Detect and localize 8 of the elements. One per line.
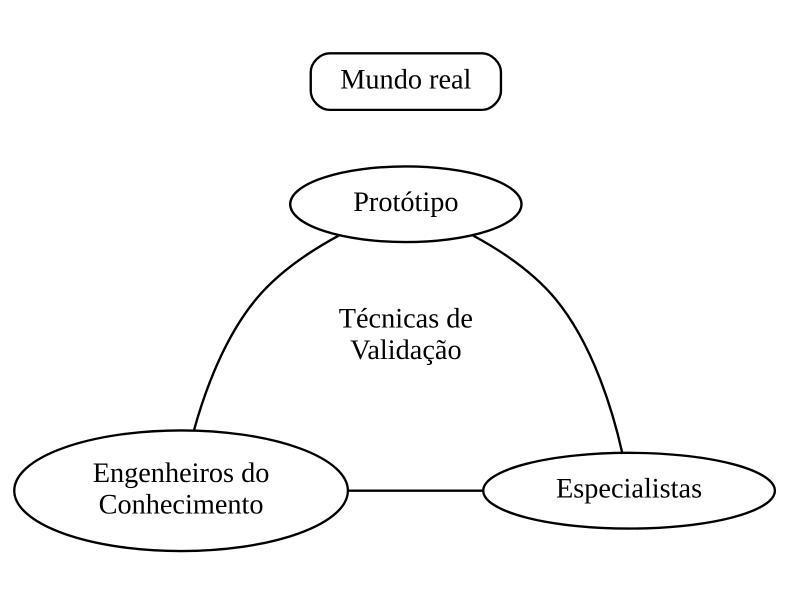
node-box: Mundo real xyxy=(310,52,502,111)
node-ellipse: Especialistas xyxy=(482,451,776,530)
connector xyxy=(472,234,624,452)
node-ellipse: Engenheiros do Conhecimento xyxy=(13,428,350,552)
node-ellipse: Protótipo xyxy=(289,164,523,243)
label: Técnicas de Validação xyxy=(338,303,473,366)
connector xyxy=(348,489,484,492)
connector xyxy=(192,234,340,431)
